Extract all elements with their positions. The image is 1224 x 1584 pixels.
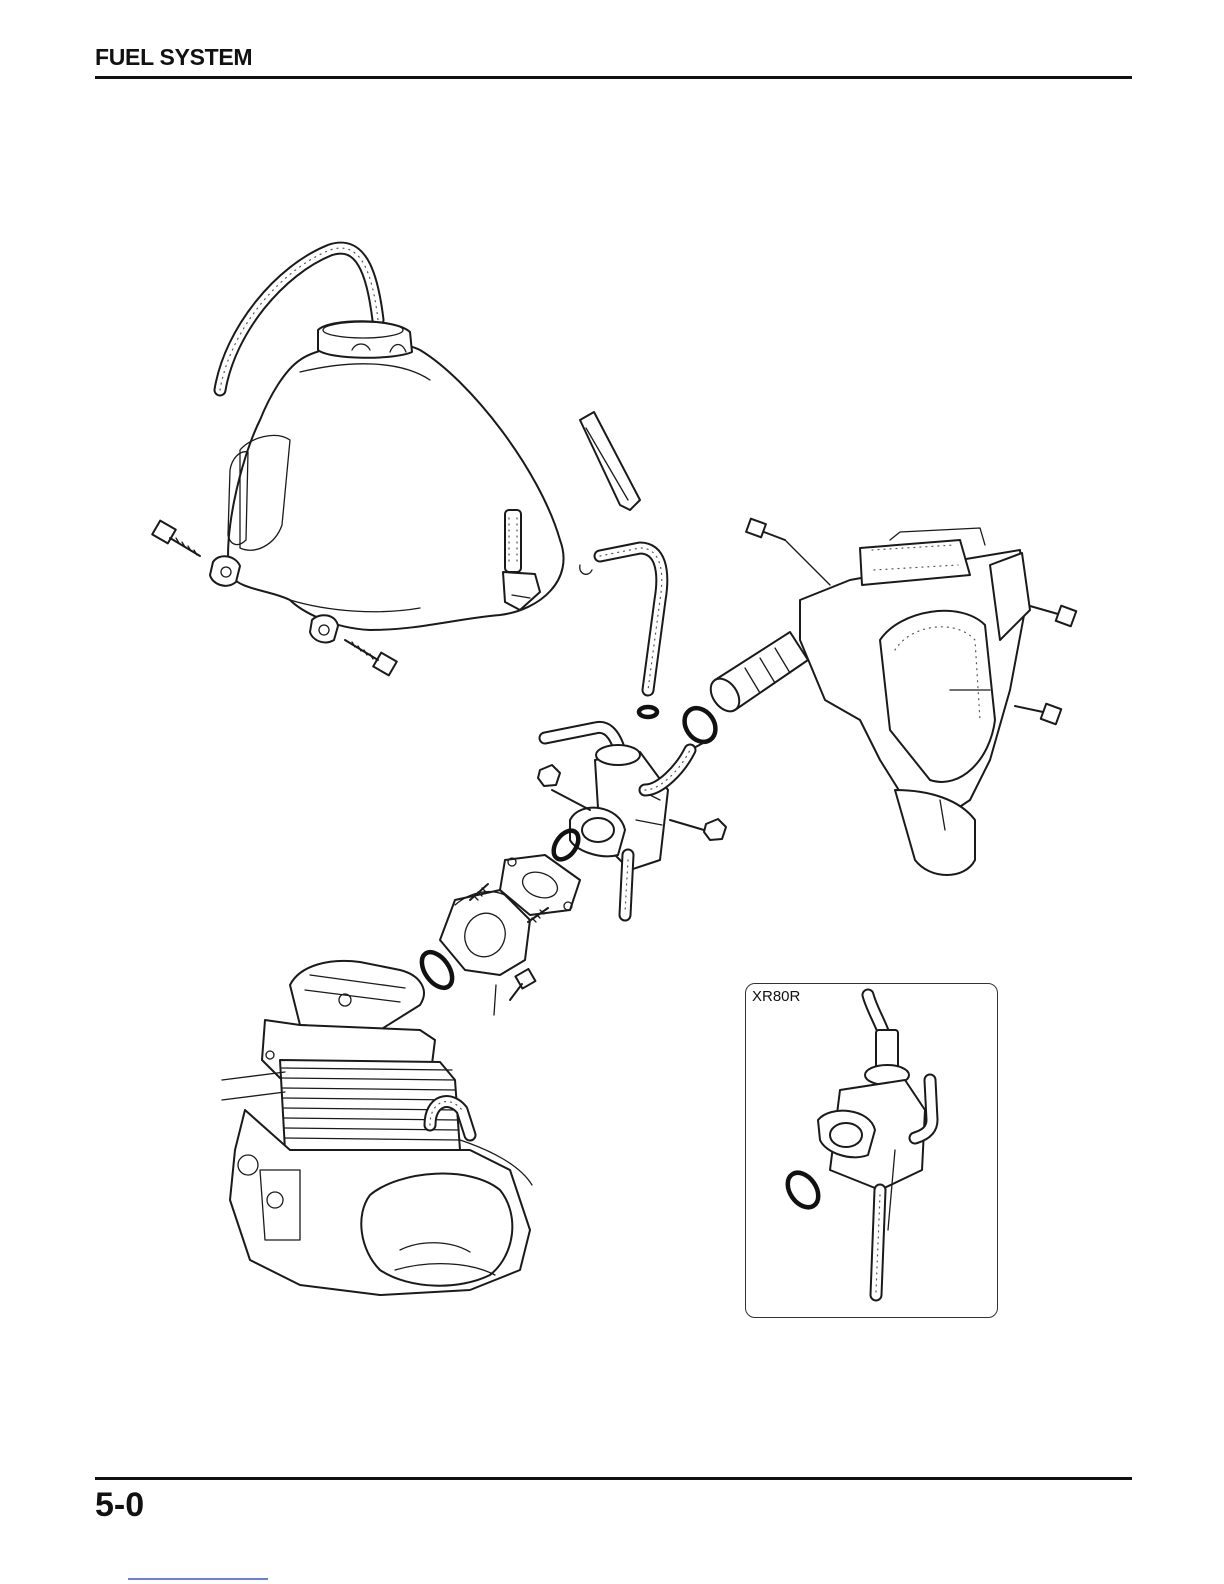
air-cleaner-bolt-right [1030, 606, 1076, 627]
footer-rule [95, 1477, 1132, 1480]
tube-clamp [678, 702, 722, 750]
tank-strap [580, 412, 640, 510]
inset-label: XR80R [752, 988, 800, 1005]
hose-clip [639, 707, 657, 717]
connecting-tube [705, 632, 808, 717]
inset-frame [745, 983, 998, 1318]
corner-link-underline [128, 1578, 268, 1580]
fuel-hose [580, 548, 662, 690]
air-cleaner-housing [800, 528, 1030, 875]
page-number: 5-0 [95, 1486, 144, 1525]
carburetor-nut-right [670, 819, 726, 840]
engine [222, 961, 532, 1295]
tank-bolt-lower [345, 640, 397, 675]
tank-bolt-upper [152, 521, 200, 556]
carburetor-nut-left [538, 765, 590, 810]
air-cleaner-bolt-lower [1015, 704, 1061, 725]
carburetor-o-ring [549, 826, 584, 864]
air-cleaner-bolt-top [746, 519, 830, 585]
